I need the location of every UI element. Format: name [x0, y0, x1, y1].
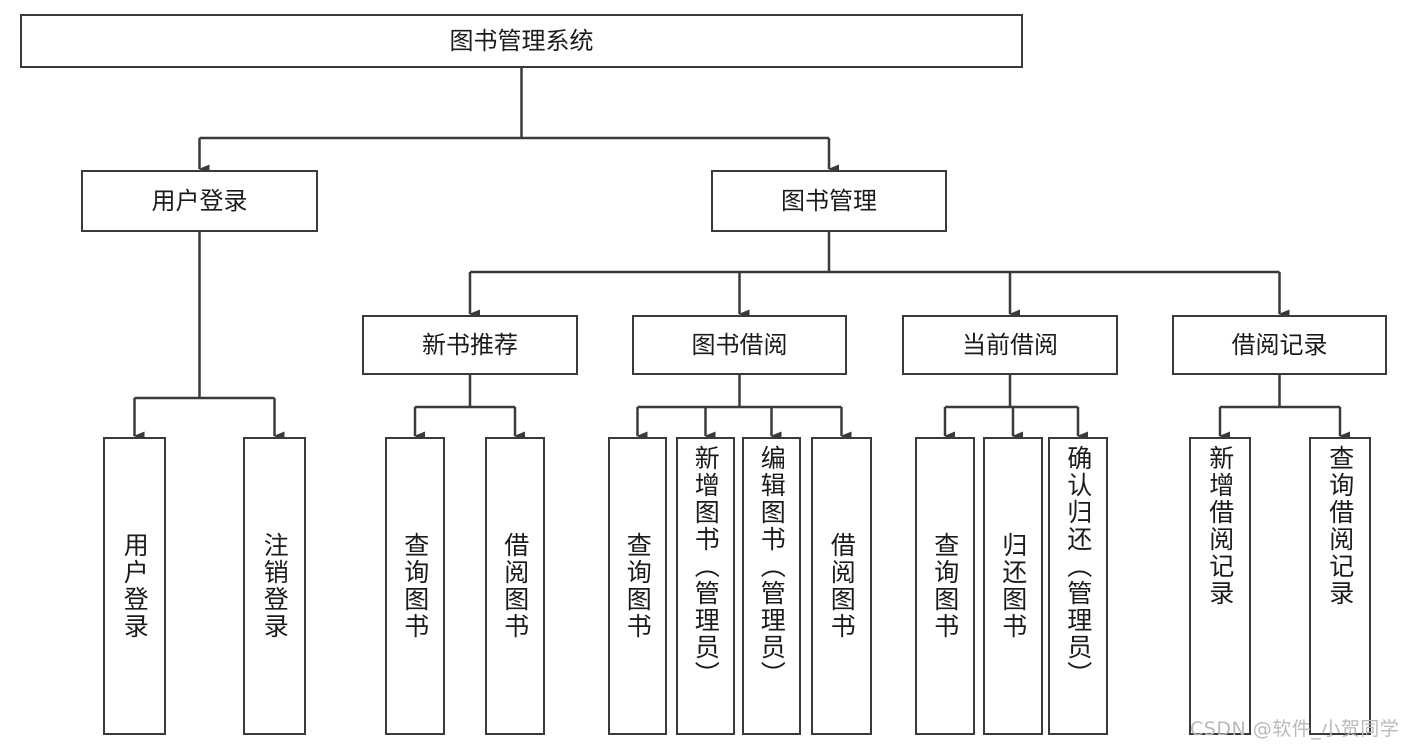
node-label-borrow-record: 借阅记录 — [1231, 330, 1328, 359]
node-label-current-borrow: 当前借阅 — [962, 330, 1058, 359]
node-leaf-bb-query[interactable]: 查询图书 — [608, 437, 667, 735]
node-new-book-rec[interactable]: 新书推荐 — [362, 315, 578, 375]
node-book-manage[interactable]: 图书管理 — [711, 170, 947, 232]
node-label-leaf-rec-borrow: 借阅图书 — [500, 532, 530, 640]
node-current-borrow[interactable]: 当前借阅 — [902, 315, 1118, 375]
node-root[interactable]: 图书管理系统 — [20, 14, 1023, 68]
node-label-leaf-bb-query: 查询图书 — [623, 532, 653, 640]
node-leaf-cb-query[interactable]: 查询图书 — [915, 437, 975, 735]
node-label-leaf-user-login: 用户登录 — [120, 532, 150, 640]
node-label-leaf-br-query: 查询借阅记录 — [1325, 445, 1355, 607]
node-label-root: 图书管理系统 — [449, 26, 594, 55]
node-leaf-cb-return[interactable]: 归还图书 — [983, 437, 1043, 735]
node-label-leaf-cb-query: 查询图书 — [930, 532, 960, 640]
watermark-text: CSDN @软件_小贺同学 — [1190, 718, 1400, 740]
node-label-new-book-rec: 新书推荐 — [422, 330, 518, 359]
node-leaf-rec-borrow[interactable]: 借阅图书 — [485, 437, 545, 735]
node-leaf-br-query[interactable]: 查询借阅记录 — [1309, 437, 1371, 735]
node-leaf-cb-confirm[interactable]: 确认归还（管理员） — [1048, 437, 1108, 735]
node-label-user-login: 用户登录 — [151, 186, 248, 215]
node-label-book-borrow: 图书借阅 — [691, 330, 788, 359]
node-user-login[interactable]: 用户登录 — [81, 170, 318, 232]
node-leaf-user-login[interactable]: 用户登录 — [103, 437, 166, 735]
node-label-leaf-bb-edit: 编辑图书（管理员） — [757, 445, 787, 688]
node-label-leaf-cb-confirm: 确认归还（管理员） — [1063, 445, 1093, 688]
node-label-leaf-bb-borrow: 借阅图书 — [827, 532, 857, 640]
node-leaf-user-logout[interactable]: 注销登录 — [243, 437, 306, 735]
node-leaf-bb-add[interactable]: 新增图书（管理员） — [676, 437, 735, 735]
node-label-leaf-br-add: 新增借阅记录 — [1205, 445, 1235, 607]
node-borrow-record[interactable]: 借阅记录 — [1172, 315, 1387, 375]
node-label-book-manage: 图书管理 — [781, 186, 877, 215]
node-book-borrow[interactable]: 图书借阅 — [632, 315, 847, 375]
node-label-leaf-bb-add: 新增图书（管理员） — [691, 445, 721, 688]
node-label-leaf-user-logout: 注销登录 — [260, 532, 290, 640]
node-label-leaf-rec-query: 查询图书 — [400, 532, 430, 640]
node-leaf-rec-query[interactable]: 查询图书 — [385, 437, 445, 735]
node-leaf-bb-borrow[interactable]: 借阅图书 — [811, 437, 872, 735]
node-leaf-br-add[interactable]: 新增借阅记录 — [1189, 437, 1251, 735]
node-label-leaf-cb-return: 归还图书 — [998, 532, 1028, 640]
node-leaf-bb-edit[interactable]: 编辑图书（管理员） — [742, 437, 801, 735]
